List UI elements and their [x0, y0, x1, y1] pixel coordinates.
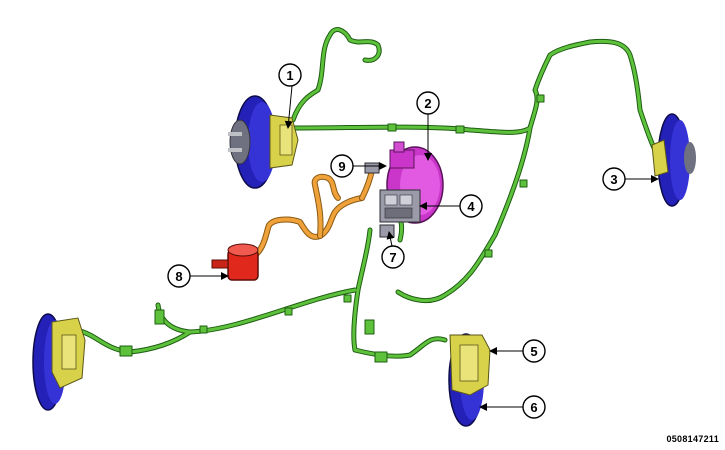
- front-right-brake: [651, 113, 696, 207]
- callout-3: 3: [602, 167, 659, 191]
- vacuum-lines: [252, 167, 375, 258]
- vacuum-pump: [211, 243, 259, 281]
- rear-right-brake: [448, 333, 491, 427]
- abs-hydraulic-control-unit: [379, 189, 421, 223]
- callout-number: 5: [530, 344, 537, 359]
- callout-number: 7: [389, 250, 396, 265]
- callout-8: 8: [167, 264, 229, 288]
- callout-9: 9: [330, 154, 387, 178]
- callout-number: 3: [610, 172, 617, 187]
- callout-4: 4: [419, 194, 483, 218]
- callout-number: 4: [467, 199, 475, 214]
- callout-6: 6: [479, 395, 546, 419]
- callout-5: 5: [489, 339, 546, 363]
- front-left-brake: [228, 95, 299, 189]
- callout-number: 9: [338, 159, 345, 174]
- callout-7: 7: [381, 231, 405, 269]
- vacuum-check-valve: [364, 162, 380, 174]
- figure-id: 0508147211: [666, 434, 719, 444]
- callout-1: 1: [278, 63, 302, 129]
- callout-number: 6: [530, 400, 537, 415]
- callouts: 1 2 3 4 5 6: [167, 63, 659, 419]
- callout-number: 2: [424, 96, 431, 111]
- rear-left-brake: [32, 313, 86, 411]
- callout-number: 8: [175, 269, 182, 284]
- callout-number: 1: [286, 68, 293, 83]
- callout-2: 2: [416, 91, 440, 161]
- brake-fitting: [379, 224, 395, 238]
- brake-lines: [63, 27, 658, 363]
